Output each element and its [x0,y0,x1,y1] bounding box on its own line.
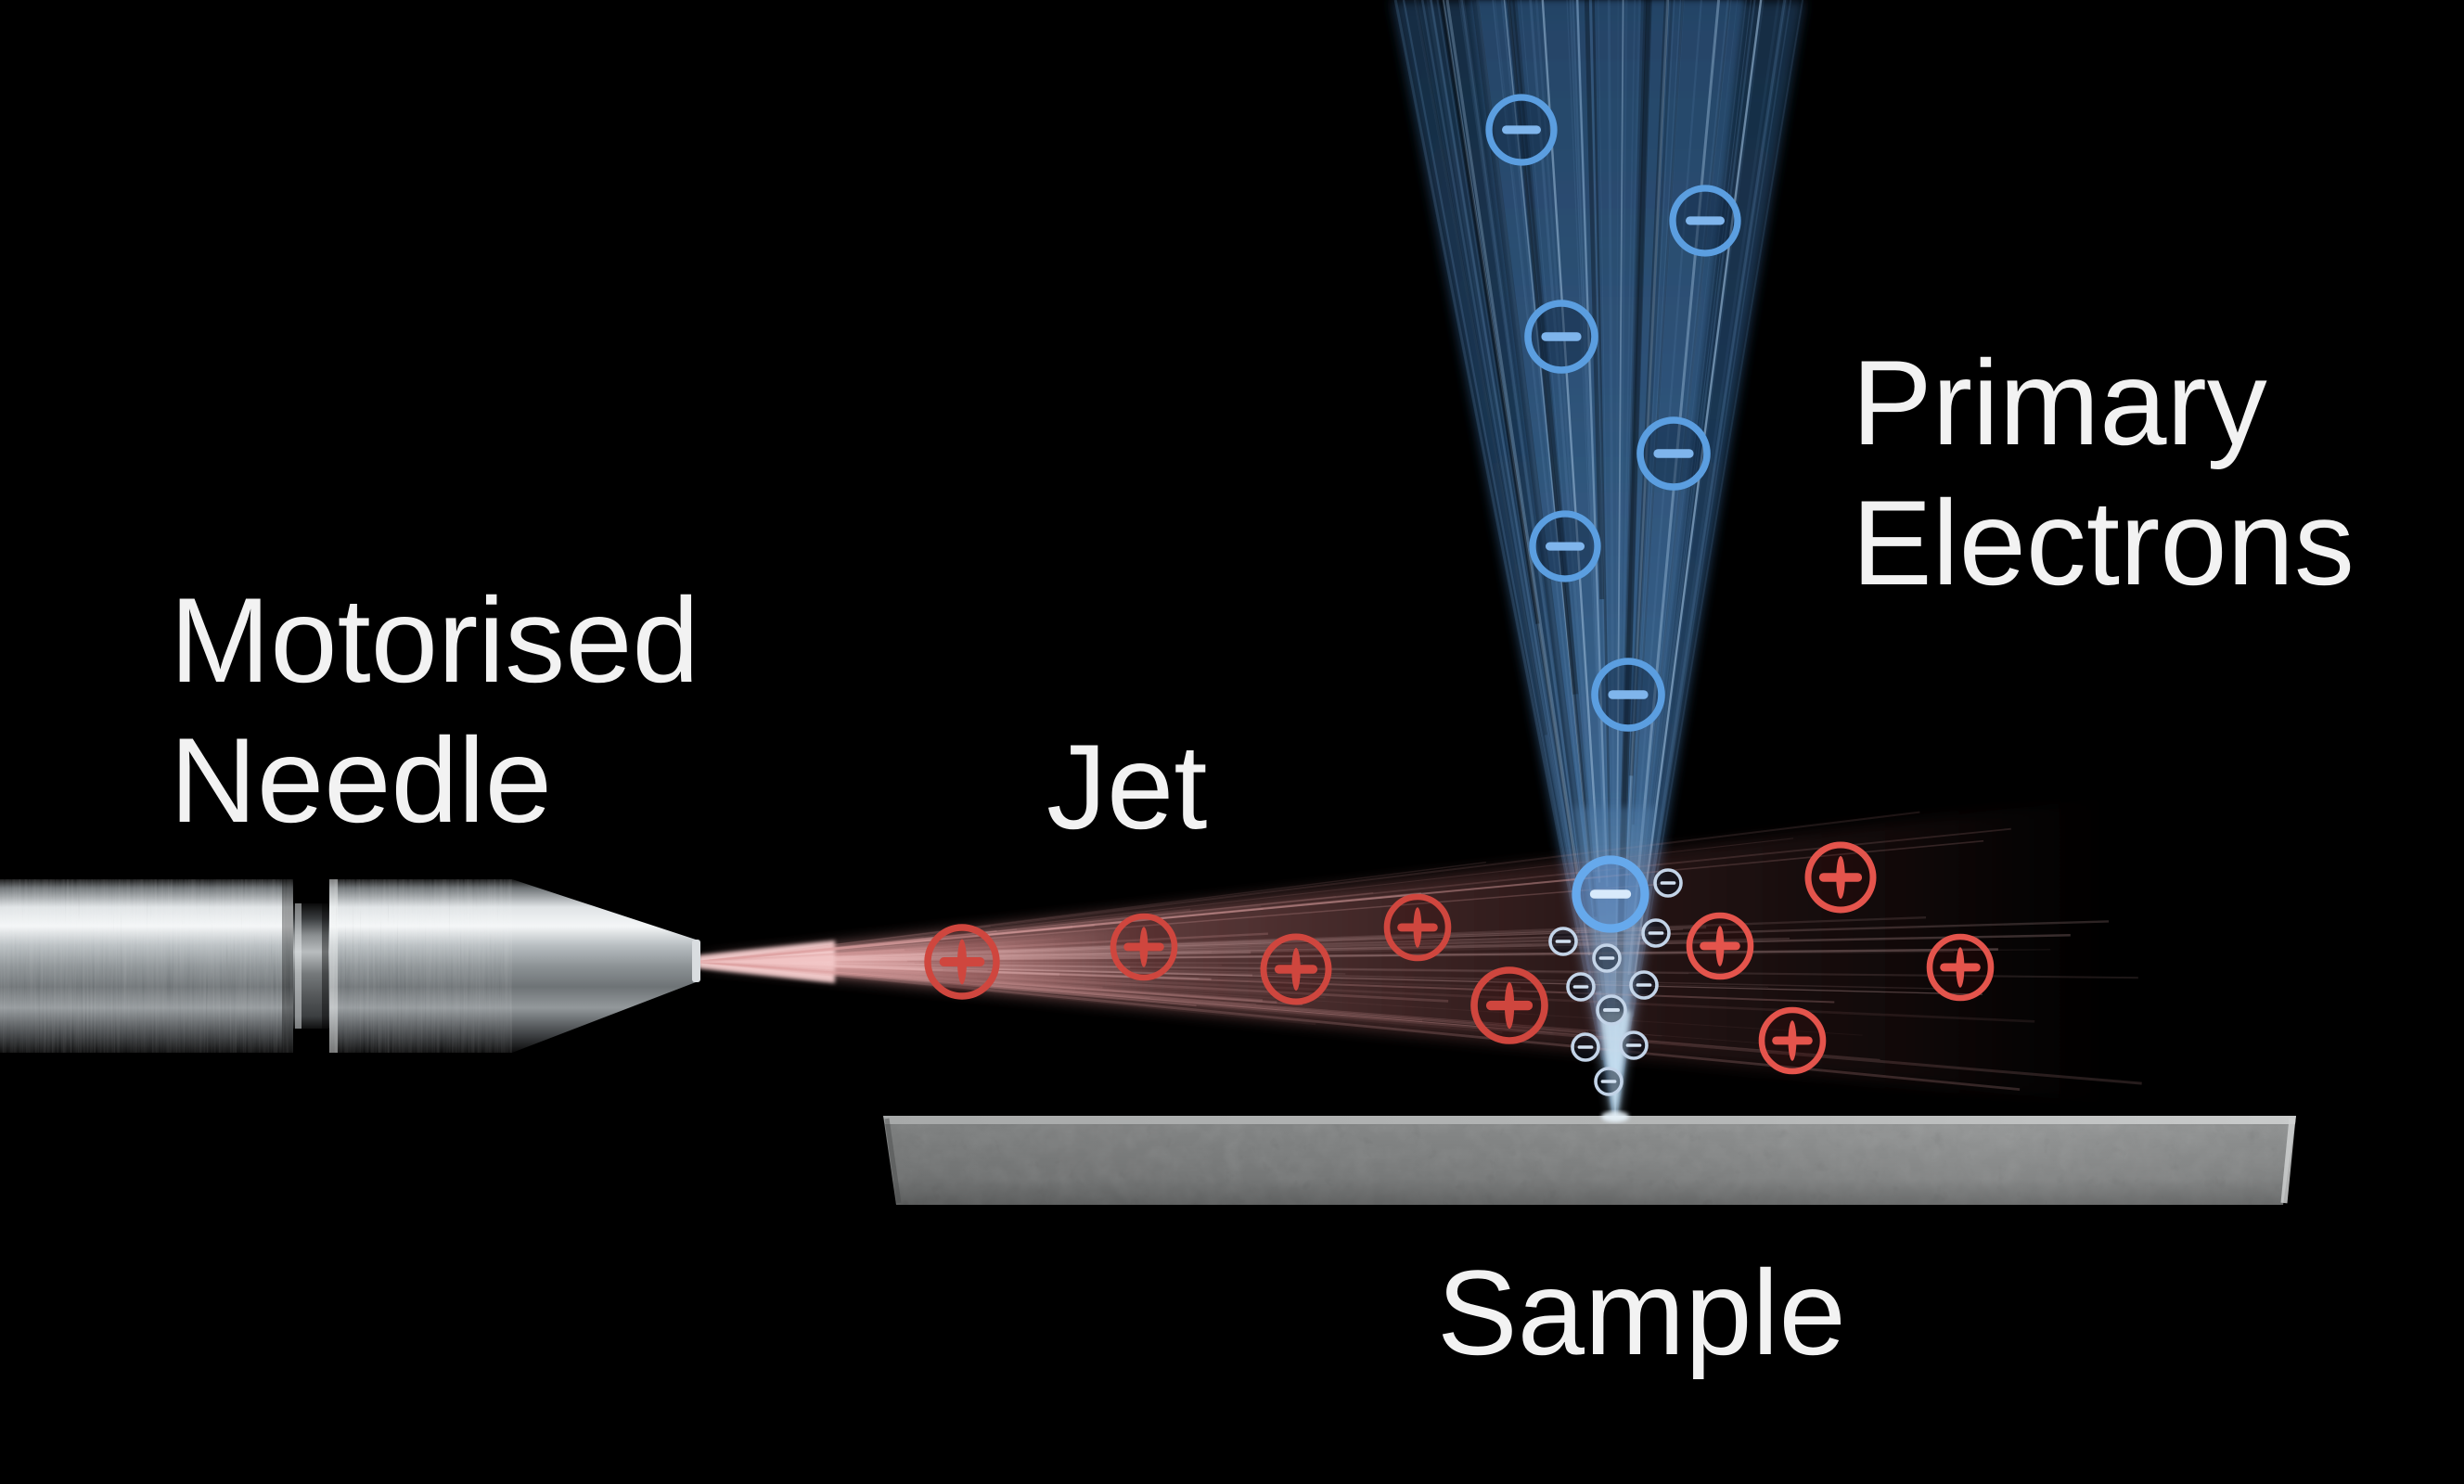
primary-electron-icon [1485,94,1558,166]
primary-electron-icon [1572,855,1649,933]
secondary-electron-icon [1641,918,1671,948]
secondary-electron-icon [1596,994,1627,1026]
positive-ion-icon [1383,893,1452,962]
positive-ion-icon [1110,913,1178,981]
label-motorised-needle-line2: Needle [170,712,552,848]
primary-electron-icon [1529,510,1601,582]
label-jet: Jet [1046,719,1208,854]
label-primary-electrons: Primary Electrons [1852,333,2355,613]
secondary-electron-icon [1653,868,1683,898]
motorised-needle-graphic [0,879,700,1053]
secondary-electron-icon [1619,1030,1649,1060]
label-sample: Sample [1437,1245,1846,1380]
primary-electron-icon [1636,416,1711,491]
secondary-electron-icon [1594,1067,1623,1096]
positive-ion-icon [1260,933,1332,1005]
label-primary-electrons-line2: Electrons [1852,475,2355,610]
positive-ion-icon [1686,912,1754,980]
primary-electron-icon [1669,185,1741,257]
positive-ion-icon [1804,841,1877,914]
primary-electron-icon [1591,658,1665,732]
sample-bar-graphic [883,1116,2296,1205]
secondary-electron-icon [1592,943,1622,973]
label-motorised-needle: Motorised Needle [170,570,699,851]
secondary-electron-icon [1629,970,1659,1000]
label-primary-electrons-line1: Primary [1852,335,2267,470]
charge-particles [924,94,1995,1096]
secondary-electron-icon [1548,927,1578,956]
positive-ion-icon [1926,933,1995,1002]
label-motorised-needle-line1: Motorised [170,572,699,708]
positive-ion-icon [924,924,1000,1000]
positive-ion-icon [1470,966,1548,1044]
primary-electron-icon [1524,300,1598,374]
secondary-electron-icon [1566,972,1596,1002]
positive-ion-icon [1758,1006,1827,1075]
secondary-electron-icon [1571,1032,1600,1062]
